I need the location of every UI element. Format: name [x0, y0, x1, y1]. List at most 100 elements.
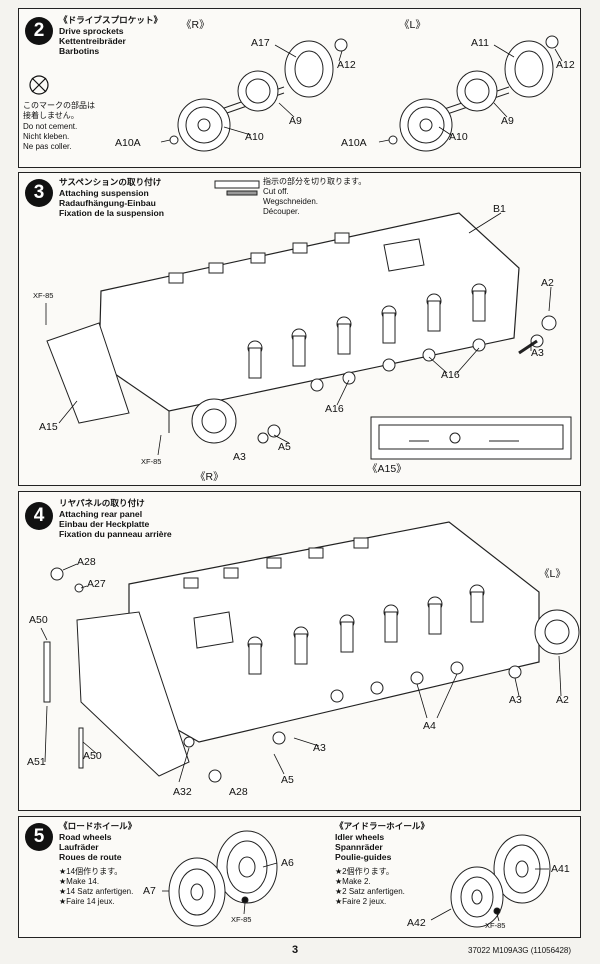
side-label-r: 《R》 — [195, 471, 224, 483]
wheels-drawing — [162, 830, 551, 928]
part-label-b1: B1 — [493, 203, 506, 215]
product-code: 37022 M109A3G (11056428) — [468, 946, 572, 955]
idler-make-jp: ★2個作ります。 — [335, 867, 394, 876]
part-label-a28-2: A28 — [229, 786, 248, 798]
drive-sprocket-drawing — [29, 35, 563, 152]
step-title-fr: Fixation du panneau arrière — [59, 529, 172, 539]
road-title-jp: 《ロードホイール》 — [59, 821, 137, 831]
paint-label-xf85: XF-85 — [231, 915, 252, 924]
step-title-en: Attaching suspension — [59, 188, 149, 198]
cut-note-fr: Découper. — [263, 207, 300, 216]
hull-outline — [98, 212, 520, 412]
part-label-a12: A12 — [337, 59, 356, 71]
part-label-a10: A10 — [245, 131, 264, 143]
road-title-de: Laufräder — [59, 842, 99, 852]
cut-note-de: Wegschneiden. — [263, 197, 318, 206]
road-title-fr: Roues de route — [59, 852, 122, 862]
part-label-a3: A3 — [313, 742, 326, 754]
idler-make-fr: ★Faire 2 jeux. — [335, 897, 387, 906]
part-label-a42: A42 — [407, 917, 426, 929]
paint-label-xf85: XF-85 — [33, 291, 54, 300]
idler-wheel-drawing — [450, 834, 551, 928]
part-label-a41: A41 — [551, 863, 570, 875]
step-4-panel: 4 リヤパネルの取り付け Attaching rear panel Einbau… — [18, 491, 581, 811]
part-label-a27: A27 — [87, 578, 106, 590]
part-label-a51: A51 — [27, 756, 46, 768]
road-make-fr: ★Faire 14 jeux. — [59, 897, 115, 906]
paint-label-xf85-2: XF-85 — [485, 921, 506, 930]
part-label-a11: A11 — [471, 37, 489, 49]
part-label-a7: A7 — [143, 885, 156, 897]
part-label-a9-l: A9 — [501, 115, 514, 127]
road-make-jp: ★14個作ります。 — [59, 867, 123, 876]
page-number: 3 — [292, 944, 299, 956]
part-label-a9: A9 — [289, 115, 302, 127]
suspension-drawing — [45, 180, 572, 460]
step-title-en: Drive sprockets — [59, 26, 124, 36]
cut-note-jp: 指示の部分を切り取ります。 — [263, 177, 367, 186]
hull-outline — [128, 521, 540, 743]
idler-title-jp: 《アイドラーホイール》 — [335, 821, 430, 831]
part-label-a28: A28 — [77, 556, 96, 568]
step-title-de: Radaufhängung-Einbau — [59, 198, 156, 208]
a15-inset-drawing — [370, 416, 572, 460]
no-cement-note-fr: Ne pas coller. — [23, 142, 72, 151]
step-number: 5 — [25, 823, 53, 851]
step-title-en: Attaching rear panel — [59, 509, 143, 519]
part-label-a50: A50 — [29, 614, 48, 626]
road-make-de: ★14 Satz anfertigen. — [59, 887, 134, 896]
step-title-fr: Barbotins — [59, 46, 100, 56]
sprocket-r — [191, 398, 237, 444]
idler-make-en: ★Make 2. — [335, 877, 371, 886]
panel-a15 — [46, 322, 130, 424]
idler-title-en: Idler wheels — [335, 832, 385, 842]
no-cement-note-en: Do not cement. — [23, 122, 78, 131]
no-cement-note-jp-1: このマークの部品は — [23, 101, 95, 110]
road-wheel-drawing — [168, 830, 278, 927]
no-cement-note-de: Nicht kleben. — [23, 132, 70, 141]
paint-label-xf85-2: XF-85 — [141, 457, 162, 466]
part-label-a10a: A10A — [115, 137, 141, 149]
side-label-l: 《L》 — [399, 19, 426, 31]
road-make-en: ★Make 14. — [59, 877, 100, 886]
idler-make-de: ★2 Satz anfertigen. — [335, 887, 405, 896]
step-3-panel: 3 サスペンションの取り付け Attaching suspension Rada… — [18, 172, 581, 486]
step-title-de: Kettentreibräder — [59, 36, 126, 46]
step-title-jp: 《ドライブスプロケット》 — [59, 15, 163, 25]
part-label-a16-2: A16 — [325, 403, 344, 415]
no-cement-note-jp-2: 接着しません。 — [23, 111, 79, 120]
part-label-a10a-l: A10A — [341, 137, 367, 149]
part-label-a5: A5 — [281, 774, 294, 786]
step-5-panel: 5 《ロードホイール》 Road wheels Laufräder Roues … — [18, 816, 581, 938]
step-title-fr: Fixation de la suspension — [59, 208, 165, 218]
rear-panel — [76, 611, 190, 777]
part-label-a15: A15 — [39, 421, 58, 433]
no-cement-icon — [29, 75, 49, 95]
part-label-a17: A17 — [251, 37, 270, 49]
step-2-panel: 2 《ドライブスプロケット》 Drive sprockets Kettentre… — [18, 8, 581, 168]
part-label-a2: A2 — [541, 277, 554, 289]
step-number: 3 — [25, 179, 53, 207]
step-title-de: Einbau der Heckplatte — [59, 519, 150, 529]
part-label-a6: A6 — [281, 857, 294, 869]
idler-title-de: Spannräder — [335, 842, 383, 852]
side-label-r: 《R》 — [181, 19, 210, 31]
step-number: 4 — [25, 502, 53, 530]
part-label-a3-2: A3 — [509, 694, 522, 706]
part-label-a2: A2 — [556, 694, 569, 706]
part-label-a4: A4 — [423, 720, 436, 732]
road-title-en: Road wheels — [59, 832, 112, 842]
inset-label-a15: 《A15》 — [367, 463, 407, 475]
part-label-a50-2: A50 — [83, 750, 102, 762]
part-label-a12-l: A12 — [556, 59, 575, 71]
part-label-a16: A16 — [441, 369, 460, 381]
idler-title-fr: Poulie-guides — [335, 852, 392, 862]
step-number: 2 — [25, 17, 53, 45]
cut-note-en: Cut off. — [263, 187, 289, 196]
part-label-a5: A5 — [278, 441, 291, 453]
sprocket-l — [534, 609, 580, 655]
part-label-a32: A32 — [173, 786, 192, 798]
part-label-a3-2: A3 — [233, 451, 246, 463]
rear-panel-drawing — [40, 521, 580, 783]
part-label-a10-l: A10 — [449, 131, 468, 143]
